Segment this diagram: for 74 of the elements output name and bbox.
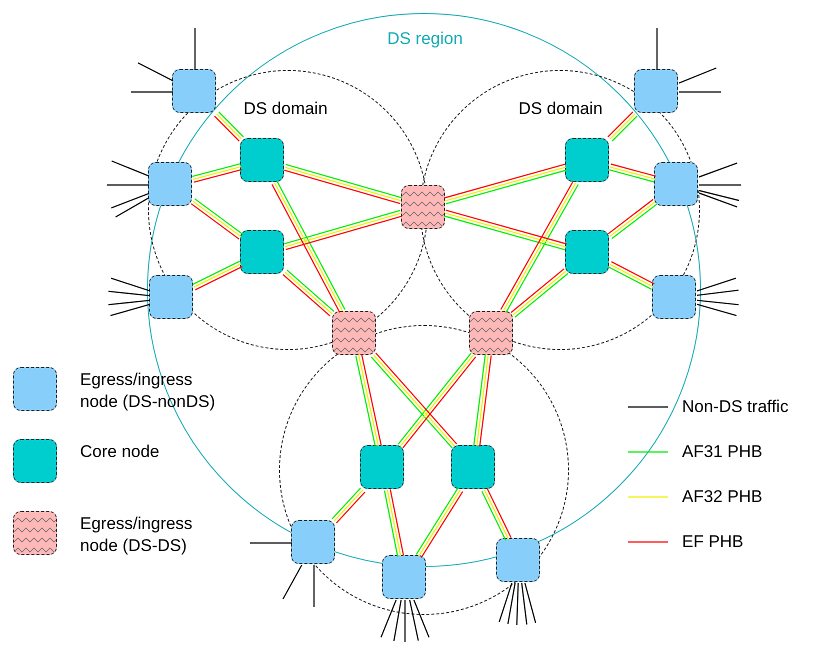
link-line bbox=[390, 489, 404, 556]
traffic-line bbox=[138, 62, 174, 82]
traffic-line bbox=[413, 600, 430, 638]
core-node-box bbox=[451, 445, 495, 489]
traffic-line bbox=[498, 582, 512, 622]
domain-label: DS domain bbox=[243, 98, 328, 118]
traffic-line bbox=[678, 67, 717, 84]
domain-label: DS domain bbox=[518, 98, 603, 118]
legend-text: AF31 PHB bbox=[682, 442, 762, 462]
traffic-line bbox=[282, 564, 302, 600]
legend-text: AF32 PHB bbox=[682, 487, 762, 507]
traffic-line bbox=[111, 160, 150, 177]
traffic-line bbox=[656, 28, 658, 70]
traffic-line bbox=[404, 600, 406, 642]
link-line bbox=[609, 169, 654, 183]
edge-node-box bbox=[382, 555, 426, 599]
traffic-line bbox=[131, 91, 173, 93]
legend-text: Non-DS traffic bbox=[682, 397, 788, 417]
edge-node-box bbox=[148, 162, 192, 206]
link-line bbox=[473, 354, 486, 446]
edge-node-box bbox=[652, 275, 696, 319]
edge-node-box bbox=[468, 310, 512, 354]
traffic-line bbox=[698, 190, 740, 202]
traffic-line bbox=[521, 582, 528, 625]
link-line bbox=[610, 163, 656, 177]
link-line bbox=[386, 490, 402, 556]
edge-node-box bbox=[291, 520, 335, 564]
traffic-line bbox=[108, 290, 150, 296]
traffic-line bbox=[110, 278, 150, 292]
edge-node-box bbox=[634, 69, 678, 113]
legend-text: Core node bbox=[80, 441, 160, 463]
traffic-line bbox=[507, 582, 516, 624]
traffic-line bbox=[409, 600, 419, 641]
traffic-line bbox=[393, 600, 402, 642]
link-line bbox=[192, 163, 240, 177]
traffic-line bbox=[250, 542, 292, 544]
traffic-line bbox=[313, 565, 315, 607]
traffic-line bbox=[194, 28, 196, 70]
traffic-line bbox=[699, 184, 741, 186]
core-node-box bbox=[240, 138, 284, 182]
traffic-line bbox=[110, 304, 150, 316]
traffic-line bbox=[696, 278, 736, 292]
legend-text: EF PHB bbox=[682, 532, 744, 552]
region-label: DS region bbox=[387, 29, 463, 49]
link-line bbox=[476, 354, 489, 446]
core-node-box bbox=[360, 445, 404, 489]
link-line bbox=[192, 166, 242, 180]
traffic-line bbox=[698, 192, 738, 208]
legend-text: Egress/ingress node (DS-DS) bbox=[80, 513, 194, 557]
edge-node-box bbox=[654, 162, 698, 206]
edge-node-box bbox=[332, 310, 376, 354]
edge-node-box bbox=[496, 538, 540, 582]
traffic-line bbox=[380, 600, 397, 638]
traffic-line bbox=[696, 300, 739, 306]
traffic-line bbox=[111, 192, 150, 208]
traffic-line bbox=[107, 184, 149, 186]
edge-node-box bbox=[172, 69, 216, 113]
traffic-line bbox=[115, 197, 150, 218]
traffic-line bbox=[698, 162, 738, 178]
core-node-box bbox=[565, 230, 609, 274]
traffic-line bbox=[679, 91, 721, 93]
core-node-box bbox=[240, 230, 284, 274]
traffic-line bbox=[696, 290, 739, 296]
link-line bbox=[194, 169, 242, 183]
traffic-line bbox=[696, 304, 737, 316]
traffic-line bbox=[524, 582, 536, 623]
traffic-line bbox=[108, 300, 150, 306]
link-line bbox=[384, 490, 398, 557]
link-line bbox=[610, 166, 656, 180]
link-line bbox=[479, 355, 492, 446]
edge-node-box bbox=[149, 275, 193, 319]
core-node-box bbox=[565, 138, 609, 182]
traffic-line bbox=[516, 582, 519, 626]
edge-node-box bbox=[400, 184, 444, 228]
